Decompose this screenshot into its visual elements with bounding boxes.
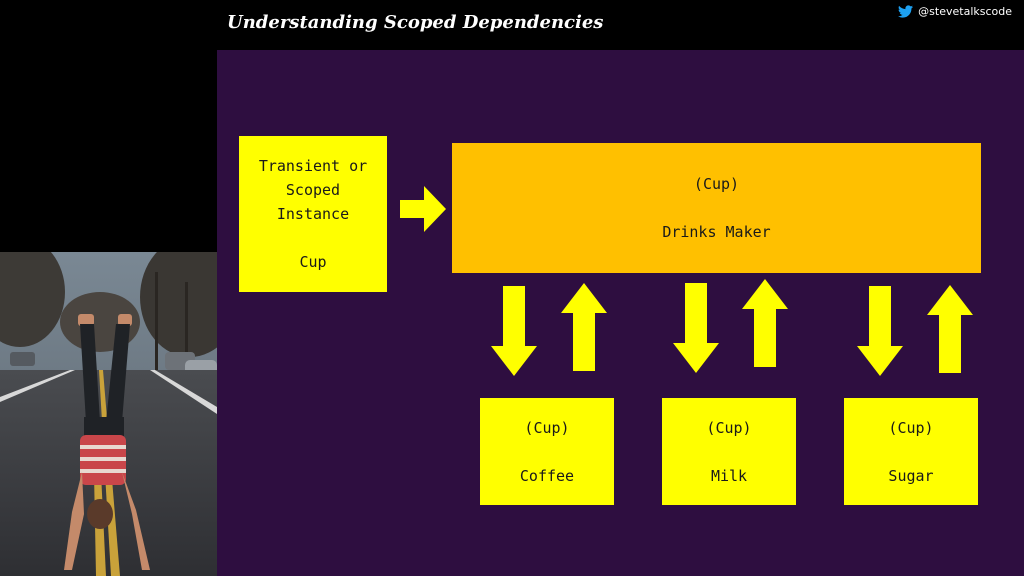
down-arrow-icon	[857, 286, 903, 376]
handstand-photo	[0, 252, 217, 576]
milk-line-2: Milk	[710, 466, 748, 485]
street-scene-image	[0, 252, 217, 576]
down-arrow-icon	[673, 283, 719, 373]
sugar-line-2: Sugar	[888, 466, 934, 485]
up-arrow-icon	[927, 285, 973, 373]
transient-line-2: Scoped	[285, 181, 341, 199]
slide-title: Understanding Scoped Dependencies	[227, 12, 604, 33]
transient-instance-box: Transient or Scoped Instance Cup	[239, 136, 387, 292]
maker-line-1: (Cup)	[693, 175, 740, 193]
milk-line-1: (Cup)	[706, 418, 752, 437]
up-arrow-icon	[742, 279, 788, 367]
transient-line-1: Transient or	[258, 157, 368, 175]
coffee-line-1: (Cup)	[524, 418, 570, 437]
right-arrow-icon	[400, 186, 446, 232]
drinks-maker-box: (Cup) Drinks Maker	[452, 143, 981, 273]
maker-line-2: Drinks Maker	[662, 223, 771, 241]
coffee-box: (Cup) Coffee	[480, 398, 614, 505]
sugar-box: (Cup) Sugar	[844, 398, 978, 505]
milk-box: (Cup) Milk	[662, 398, 796, 505]
coffee-line-2: Coffee	[519, 466, 575, 485]
down-arrow-icon	[491, 286, 537, 376]
twitter-handle: @stevetalkscode	[898, 5, 1012, 18]
up-arrow-icon	[561, 283, 607, 371]
twitter-bird-icon	[898, 5, 914, 18]
sugar-line-1: (Cup)	[888, 418, 934, 437]
transient-line-3: Instance	[276, 205, 350, 223]
handle-text: @stevetalkscode	[918, 5, 1012, 18]
transient-line-4: Cup	[299, 253, 327, 271]
